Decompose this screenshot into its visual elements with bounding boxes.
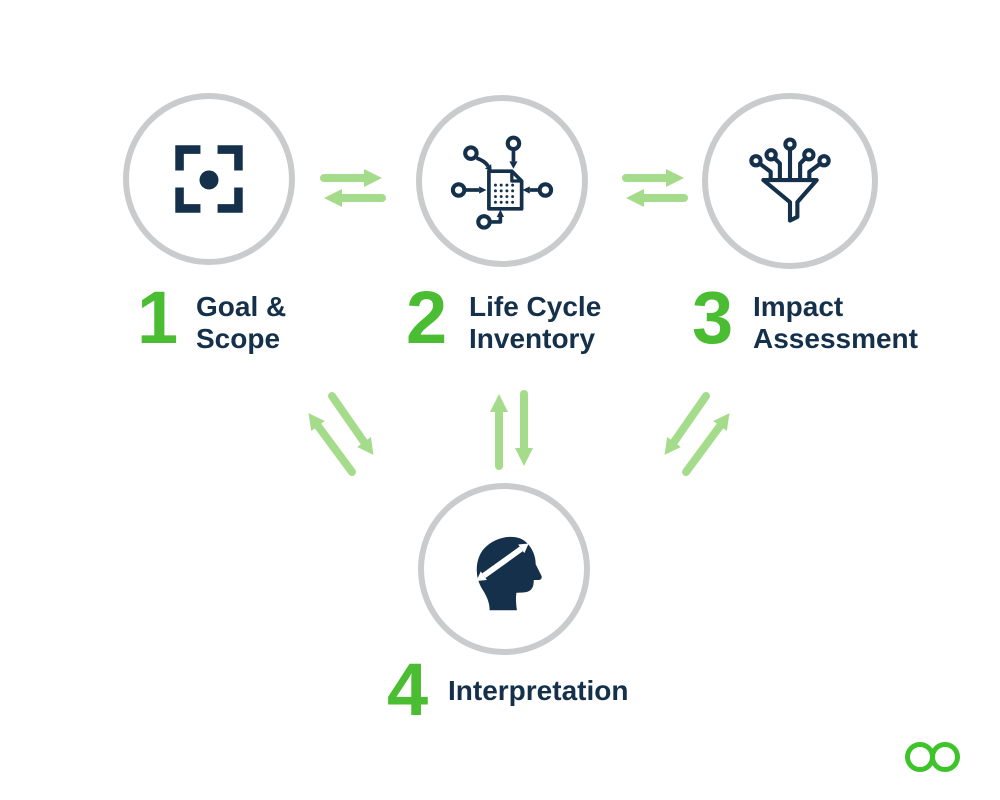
phase-3-circle: [702, 93, 878, 269]
arrows-phase3-phase4: [664, 392, 730, 476]
infinity-loop-logo: [905, 742, 960, 772]
phase-2-label: Life Cycle Inventory: [469, 291, 601, 355]
phase-4-label: Interpretation: [448, 675, 628, 707]
phase-3-label: Impact Assessment: [753, 291, 918, 355]
arrows-phase1-phase4: [308, 392, 374, 476]
arrows-phase1-phase2: [320, 169, 386, 207]
arrows-phase2-phase4: [490, 390, 533, 470]
arrows-phase2-phase3: [622, 169, 688, 207]
phase-3-label-line1: Impact: [753, 291, 844, 322]
phase-4-number: 4: [387, 648, 428, 731]
phase-1-circle: [123, 93, 295, 265]
head-interpretation-icon: [476, 536, 542, 611]
phase-4-circle: [418, 483, 590, 655]
phase-2-label-line2: Inventory: [469, 323, 596, 354]
phase-1-number: 1: [137, 276, 178, 359]
focus-frame-icon: [175, 145, 243, 213]
phase-2-label-line1: Life Cycle: [469, 291, 602, 322]
phase-1-label-line2: Scope: [196, 323, 281, 354]
data-inventory-icon: [450, 135, 554, 230]
phase-2-circle: [416, 95, 588, 267]
phase-4-label-line1: Interpretation: [448, 675, 629, 706]
phase-1-label-line1: Goal &: [196, 291, 287, 322]
phase-1-label: Goal & Scope: [196, 291, 286, 355]
phase-3-number: 3: [692, 276, 733, 359]
phase-2-number: 2: [406, 276, 447, 359]
funnel-data-icon: [749, 137, 831, 223]
phase-3-label-line2: Assessment: [753, 323, 918, 354]
